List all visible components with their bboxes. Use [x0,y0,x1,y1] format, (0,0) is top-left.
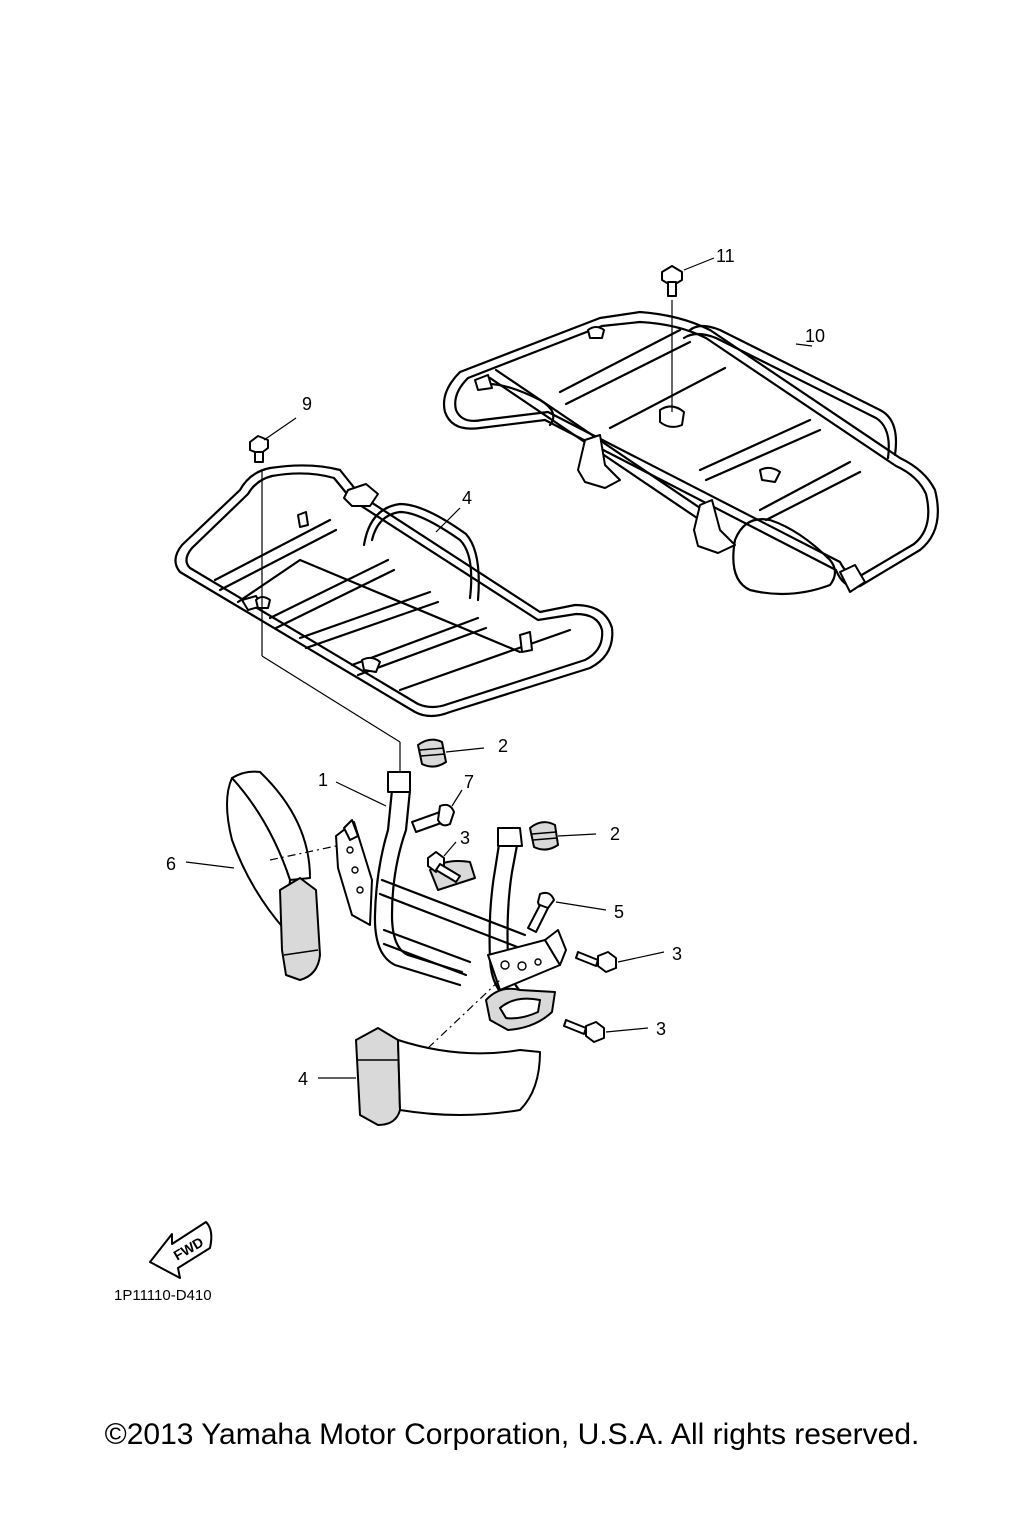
callout-6: 6 [166,854,176,874]
screw-7 [411,789,463,833]
side-cover-4 [355,979,541,1126]
callout-1: 1 [318,770,328,790]
callout-3-middle: 3 [672,944,682,964]
bolt-3c [563,1019,649,1043]
callout-2-lower: 2 [610,824,620,844]
callout-9: 9 [302,394,312,414]
callout-5: 5 [614,902,624,922]
callout-11: 11 [716,246,735,266]
callout-3-upper: 3 [460,828,470,848]
callout-7: 7 [464,772,474,792]
bolt-11 [661,257,715,412]
grommet-2b [529,821,597,851]
screw-5 [527,891,607,933]
callout-4-side-cover: 4 [298,1069,308,1089]
front-carrier-4 [174,464,614,718]
bolt-3b [575,951,665,973]
rear-carrier-10 [442,310,939,596]
bolt-9 [249,417,401,778]
copyright-text: ©2013 Yamaha Motor Corporation, U.S.A. A… [104,1418,920,1451]
fwd-arrow-icon: FWD [149,1221,213,1279]
callout-10: 10 [805,326,825,346]
bolt-3a [427,841,461,883]
callout-4-front-carrier: 4 [462,488,472,508]
grommet-2a [417,738,485,768]
callout-3-lower: 3 [656,1019,666,1039]
side-cover-6 [226,770,337,981]
drawing-code: 1P11110-D410 [114,1287,212,1304]
callout-2-upper: 2 [498,736,508,756]
